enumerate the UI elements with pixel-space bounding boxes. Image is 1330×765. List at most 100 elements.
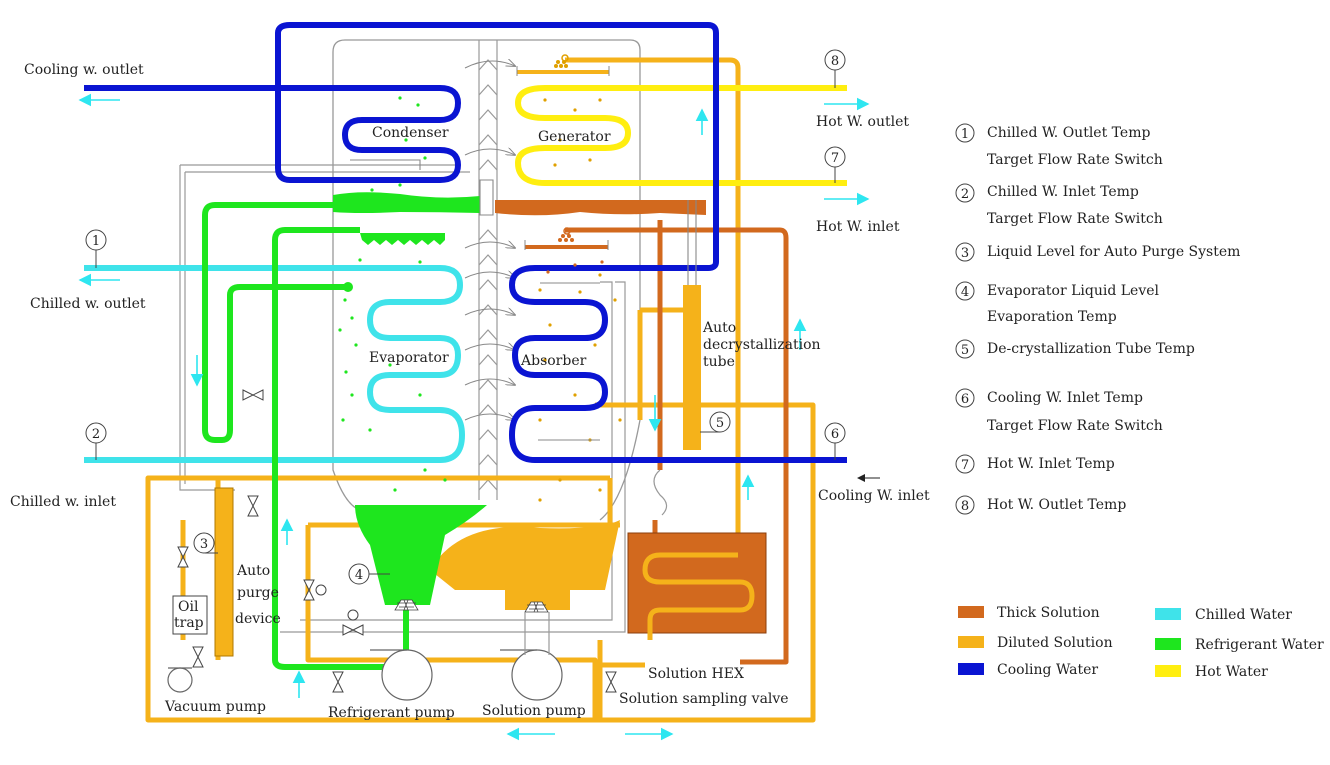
chilled-outlet-label: Chilled w. outlet	[30, 296, 146, 312]
chilled-inlet-label: Chilled w. inlet	[10, 494, 116, 510]
sensor-item: 7 Hot W. Inlet Temp	[955, 454, 1115, 474]
svg-text:Target Flow Rate Switch: Target Flow Rate Switch	[987, 418, 1163, 434]
cooling-water-lines	[84, 22, 847, 463]
solution-hex-label: Solution HEX	[648, 666, 744, 682]
condenser-label: Condenser	[372, 125, 449, 141]
solution-droplets	[538, 98, 622, 502]
sensor-item: 3 Liquid Level for Auto Purge System	[955, 242, 1240, 262]
marker-3	[193, 532, 215, 554]
svg-text:Hot W. Outlet Temp: Hot W. Outlet Temp	[987, 497, 1126, 513]
svg-text:8: 8	[961, 499, 969, 514]
auto-decryst-label-3: tube	[703, 354, 735, 370]
svg-text:Hot W. Inlet Temp: Hot W. Inlet Temp	[987, 456, 1115, 472]
auto-purge-label-2: purge	[237, 585, 279, 601]
hot-outlet-label: Hot W. outlet	[816, 114, 909, 130]
marker-6-num: 6	[831, 427, 839, 442]
marker-7	[824, 146, 846, 168]
legend-swatch-refrigerant	[1155, 638, 1181, 650]
hot-water-lines	[515, 85, 847, 186]
solution-hex-coil	[642, 552, 755, 640]
cooling-outlet-label: Cooling w. outlet	[24, 62, 144, 78]
auto-purge-label-1: Auto	[236, 563, 270, 579]
strainers	[394, 599, 549, 613]
absorber-spray-tray	[524, 227, 609, 250]
svg-text:1: 1	[961, 127, 969, 142]
refrigerant-pump-symbol	[381, 649, 433, 701]
svg-text:Target Flow Rate Switch: Target Flow Rate Switch	[987, 152, 1163, 168]
generator-thick-pool	[495, 200, 706, 216]
evaporator-sprinkler	[360, 233, 445, 245]
pumps	[167, 612, 563, 701]
sensor-item: 1 Chilled W. Outlet Temp Target Flow Rat…	[955, 123, 1163, 168]
thick-solution-trickle	[653, 469, 668, 516]
legend-label: Chilled Water	[1195, 607, 1292, 623]
marker-5	[709, 411, 731, 433]
marker-5-num: 5	[716, 416, 724, 431]
solution-pump-symbol	[511, 649, 563, 701]
oil-trap-label-2: trap	[174, 615, 204, 631]
legend-label: Refrigerant Water	[1195, 637, 1324, 653]
marker-4-num: 4	[355, 568, 363, 583]
auto-purge-label-3: device	[235, 611, 281, 627]
svg-text:Target Flow Rate Switch: Target Flow Rate Switch	[987, 211, 1163, 227]
solution-pump-label: Solution pump	[482, 703, 586, 719]
svg-text:Evaporator Liquid Level: Evaporator Liquid Level	[987, 283, 1160, 299]
marker-8	[824, 49, 846, 71]
marker-7-num: 7	[831, 151, 839, 166]
cooling-inlet-label: Cooling W. inlet	[818, 488, 930, 504]
svg-text:Liquid Level for Auto Purge Sy: Liquid Level for Auto Purge System	[987, 244, 1240, 260]
decrystallization-tube	[683, 285, 701, 450]
legend-label: Hot Water	[1195, 664, 1268, 680]
auto-decryst-label-1: Auto	[702, 320, 736, 336]
sensor-item: 5 De-crystallization Tube Temp	[955, 339, 1195, 359]
marker-3-num: 3	[200, 537, 208, 552]
auto-decryst-label-2: decrystallization	[703, 337, 821, 353]
svg-text:Chilled W. Outlet Temp: Chilled W. Outlet Temp	[987, 125, 1150, 141]
legend-swatch-chilled	[1155, 608, 1181, 620]
svg-text:4: 4	[961, 285, 969, 300]
vapor-flow-arrows	[464, 61, 515, 420]
legend-label: Diluted Solution	[997, 635, 1113, 651]
sensor-markers	[85, 49, 846, 585]
legend-swatch-thick	[958, 606, 984, 618]
marker-1-num: 1	[92, 234, 100, 249]
svg-text:Chilled W. Inlet Temp: Chilled W. Inlet Temp	[987, 184, 1139, 200]
evaporator-refrigerant-funnel	[355, 505, 487, 605]
marker-2-num: 2	[92, 427, 100, 442]
valves	[177, 389, 617, 693]
svg-text:Cooling W. Inlet Temp: Cooling W. Inlet Temp	[987, 390, 1143, 406]
chilled-water-lines	[84, 265, 465, 463]
sampling-valve-label: Solution sampling valve	[619, 691, 789, 707]
absorber-label: Absorber	[520, 353, 587, 369]
marker-4	[348, 563, 370, 585]
svg-text:3: 3	[961, 246, 969, 261]
svg-text:5: 5	[961, 343, 969, 358]
marker-8-num: 8	[831, 54, 839, 69]
oil-trap	[172, 595, 208, 635]
tray-lines	[350, 159, 697, 441]
absorber-solution-pool	[430, 520, 620, 610]
svg-text:Evaporation Temp: Evaporation Temp	[987, 309, 1117, 325]
legend-label: Cooling Water	[997, 662, 1098, 678]
svg-text:6: 6	[961, 392, 969, 407]
legend-label: Thick Solution	[997, 605, 1100, 621]
hot-inlet-label: Hot W. inlet	[816, 219, 900, 235]
condenser-refrigerant-pool	[333, 192, 480, 213]
refrigerant-pump-label: Refrigerant pump	[328, 705, 455, 721]
evaporator-label: Evaporator	[369, 350, 449, 366]
refrigerant-droplets	[338, 96, 447, 492]
generator-spray-tray	[516, 54, 610, 76]
vacuum-pump-symbol	[167, 667, 193, 693]
port-labels: Cooling w. outlet Chilled w. outlet Chil…	[10, 62, 930, 510]
marker-1	[85, 229, 107, 251]
center-divider	[478, 40, 498, 500]
generator-label: Generator	[538, 129, 611, 145]
sensor-item: 6 Cooling W. Inlet Temp Target Flow Rate…	[955, 388, 1163, 434]
sensor-marker-numbers: 1 2 3 4 5 6 7 8	[92, 54, 839, 583]
legend-swatch-hot	[1155, 665, 1181, 677]
auto-purge-device	[214, 487, 234, 657]
svg-text:De-crystallization Tube Temp: De-crystallization Tube Temp	[987, 341, 1195, 357]
sensor-item: 4 Evaporator Liquid Level Evaporation Te…	[955, 281, 1160, 325]
oil-trap-label-1: Oil	[178, 599, 199, 615]
